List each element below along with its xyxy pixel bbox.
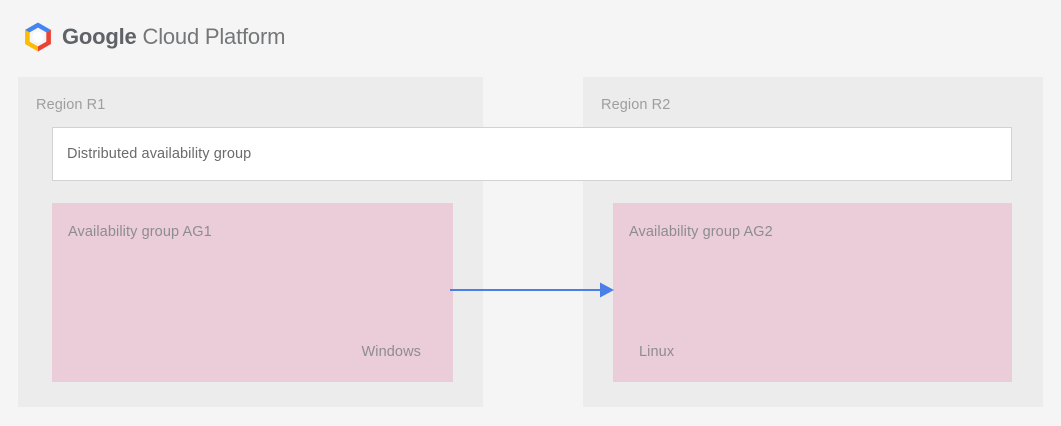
availability-group-ag2-box: Availability group AG2 Linux (613, 203, 1012, 382)
logo-wordmark: Google Cloud Platform (62, 22, 285, 52)
logo-product-text: Cloud Platform (142, 24, 286, 49)
region-r1-label: Region R1 (36, 97, 106, 113)
distributed-availability-group-box: Distributed availability group (52, 127, 1012, 181)
availability-group-ag1-title: Availability group AG1 (68, 224, 212, 240)
availability-group-ag1-os-label: Windows (361, 344, 421, 360)
availability-group-ag2-os-label: Linux (639, 344, 675, 360)
availability-group-ag1-box: Availability group AG1 Windows (52, 203, 453, 382)
logo-brand-text: Google (62, 24, 137, 49)
replication-arrow-icon (450, 282, 614, 298)
availability-group-ag2-title: Availability group AG2 (629, 224, 773, 240)
region-r2-label: Region R2 (601, 97, 671, 113)
google-cloud-platform-logo-icon (25, 22, 51, 52)
distributed-availability-group-label: Distributed availability group (67, 146, 252, 162)
page-header: Google Cloud Platform (0, 0, 1061, 70)
